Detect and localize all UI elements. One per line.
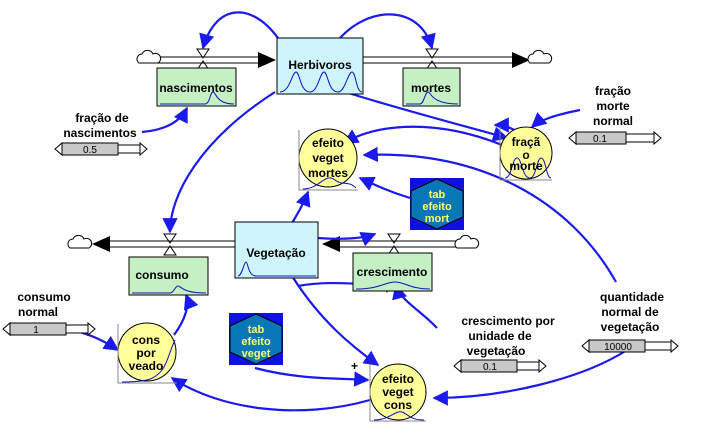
- flow-consumo-label: consumo: [135, 268, 188, 282]
- flow-nascimentos[interactable]: nascimentos: [156, 67, 237, 107]
- slider-quantidade-normal[interactable]: 10000: [581, 338, 679, 354]
- flow-consumo[interactable]: consumo: [128, 256, 209, 296]
- converter-efeito-veget-cons-line1: efeito: [382, 372, 414, 386]
- pipe-nascimentos: [158, 48, 276, 71]
- converter-efeito-veget-cons-line3: cons: [384, 398, 412, 412]
- table-tab-efeito-veget-line3: veget: [242, 348, 271, 360]
- slider-consumo-normal-value: 1: [33, 325, 39, 336]
- converter-cons-por-veado-line2: por: [136, 346, 156, 360]
- slider-fracao-nascimentos[interactable]: 0.5: [54, 141, 148, 157]
- converter-fracao-morte-line2: o: [522, 148, 529, 162]
- pipe-mortes: [363, 48, 530, 71]
- pipe-consumo: [92, 233, 235, 256]
- table-tab-efeito-mort-line2: efeito: [422, 201, 452, 213]
- table-tab-efeito-veget-line2: efeito: [241, 336, 271, 348]
- converter-efeito-veget-mortes-line2: veget: [312, 151, 343, 165]
- param-fracao-morte-normal-label1: fração: [595, 84, 631, 98]
- converter-fracao-morte-line1: fraçã: [512, 135, 541, 149]
- param-consumo-normal-label2: normal: [18, 305, 58, 319]
- param-consumo-normal-label1: consumo: [17, 290, 70, 304]
- table-tab-efeito-veget-line1: tab: [248, 324, 265, 336]
- flow-nascimentos-label: nascimentos: [159, 81, 233, 95]
- flow-crescimento-label: crescimento: [357, 265, 428, 279]
- cloud-icon: [136, 49, 162, 64]
- stock-vegetacao[interactable]: Vegetação: [234, 221, 319, 279]
- param-fracao-morte-normal-label3: normal: [593, 114, 633, 128]
- table-tab-efeito-mort[interactable]: tab efeito mort: [410, 178, 464, 230]
- stock-herbivoros[interactable]: Herbivoros: [276, 37, 364, 95]
- flow-mortes[interactable]: mortes: [402, 67, 461, 107]
- converter-fracao-morte-line3: morte: [509, 159, 543, 173]
- param-quantidade-label1: quantidade: [600, 290, 664, 304]
- cloud-icon: [67, 234, 93, 249]
- flow-mortes-label: mortes: [411, 81, 451, 95]
- slider-fracao-nascimentos-value: 0.5: [83, 145, 97, 156]
- plus-sign: +: [351, 359, 358, 373]
- parameter-crescimento-por-unidade: crescimento por unidade de vegetação: [461, 314, 555, 358]
- param-crescimento-label1: crescimento por: [461, 314, 555, 328]
- param-quantidade-label2: normal de: [601, 305, 659, 319]
- converter-cons-por-veado[interactable]: cons por veado: [117, 322, 177, 384]
- converter-cons-por-veado-line3: veado: [129, 359, 164, 373]
- parameter-fracao-nascimentos: fração de nascimentos: [63, 111, 137, 140]
- converter-efeito-veget-cons-line2: veget: [382, 385, 413, 399]
- slider-fracao-morte-normal[interactable]: 0.1: [568, 130, 662, 146]
- param-crescimento-label3: vegetação: [467, 344, 526, 358]
- parameter-fracao-morte-normal: fração morte normal: [593, 84, 633, 128]
- converter-cons-por-veado-line1: cons: [132, 333, 160, 347]
- slider-crescimento-por-unidade[interactable]: 0.1: [453, 358, 547, 374]
- parameter-quantidade-normal: quantidade normal de vegetação: [600, 290, 664, 334]
- stock-vegetacao-label: Vegetação: [246, 246, 305, 260]
- slider-quantidade-value: 10000: [604, 342, 632, 353]
- slider-consumo-normal[interactable]: 1: [2, 321, 96, 337]
- flow-crescimento[interactable]: crescimento: [352, 252, 433, 292]
- slider-fracao-morte-normal-value: 0.1: [593, 134, 607, 145]
- pipe-crescimento: [322, 233, 460, 256]
- param-fracao-nascimentos-label1: fração de: [75, 111, 129, 125]
- table-tab-efeito-mort-line3: mort: [425, 213, 450, 225]
- param-fracao-nascimentos-label2: nascimentos: [63, 126, 137, 140]
- parameter-consumo-normal: consumo normal: [17, 290, 70, 319]
- param-quantidade-label3: vegetação: [601, 320, 660, 334]
- stock-herbivoros-label: Herbivoros: [288, 58, 352, 72]
- slider-crescimento-value: 0.1: [483, 362, 497, 373]
- converter-efeito-veget-mortes[interactable]: efeito veget mortes: [298, 128, 358, 191]
- converter-efeito-veget-cons[interactable]: efeito veget cons: [369, 363, 427, 422]
- converter-efeito-veget-mortes-line3: mortes: [308, 166, 348, 180]
- param-fracao-morte-normal-label2: morte: [596, 99, 630, 113]
- cloud-icon: [527, 49, 553, 64]
- converter-fracao-morte[interactable]: fraçã o morte: [499, 126, 553, 181]
- table-tab-efeito-veget[interactable]: tab efeito veget: [229, 313, 283, 365]
- table-tab-efeito-mort-line1: tab: [429, 189, 446, 201]
- param-crescimento-label2: unidade de: [468, 329, 532, 343]
- converter-efeito-veget-mortes-line1: efeito: [312, 136, 344, 150]
- cloud-icon: [454, 234, 480, 249]
